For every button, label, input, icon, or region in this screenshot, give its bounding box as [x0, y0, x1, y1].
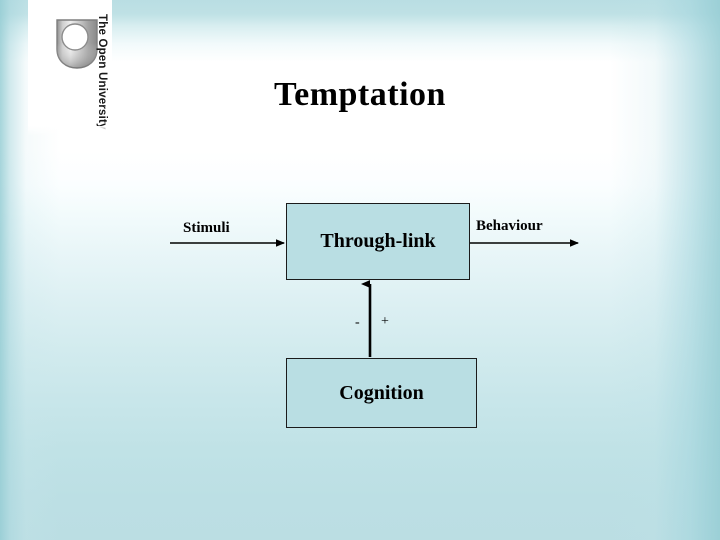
logo-panel: The Open University: [28, 0, 112, 136]
node-through-link-label: Through-link: [320, 230, 436, 252]
node-through-link[interactable]: Through-link: [286, 203, 470, 280]
node-cognition[interactable]: Cognition: [286, 358, 477, 428]
plus-sign-annotation: +: [381, 314, 389, 329]
edge-label-stimuli: Stimuli: [183, 220, 230, 236]
node-cognition-label: Cognition: [339, 381, 424, 404]
edge-label-behaviour: Behaviour: [476, 218, 543, 234]
page-title: Temptation: [274, 76, 446, 113]
minus-sign-annotation: -: [355, 315, 360, 330]
open-university-shield-icon: [56, 19, 98, 69]
